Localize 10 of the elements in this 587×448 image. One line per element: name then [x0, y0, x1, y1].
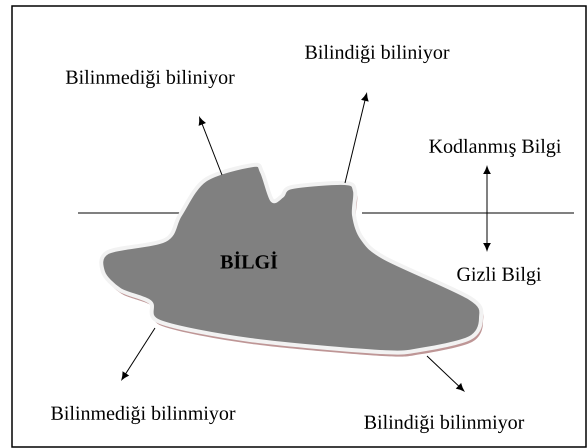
arrow — [344, 93, 368, 184]
text-label: Bilindiği bilinmiyor — [364, 414, 524, 434]
arrow — [198, 117, 222, 176]
text-label: Bilinmediği biliniyor — [66, 70, 235, 88]
text-label: Bilindiği biliniyor — [305, 44, 450, 64]
arrow — [483, 166, 491, 251]
arrow — [426, 356, 464, 392]
text-label: Bilinmediği bilinmiyor — [51, 406, 236, 424]
arrow — [121, 328, 156, 380]
text-label: Kodlanmış Bilgi — [429, 138, 562, 158]
